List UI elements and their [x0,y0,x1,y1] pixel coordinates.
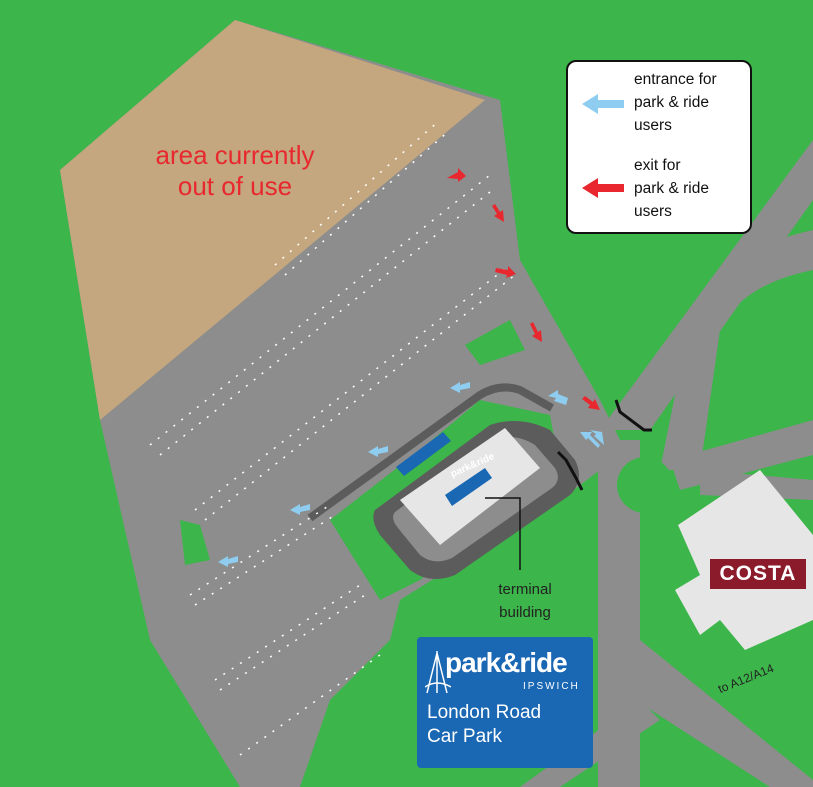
barriers [556,399,652,491]
bus-shelter [396,432,451,476]
out-of-use-line1: area currently [155,140,315,170]
out-of-use-line2: out of use [177,171,293,201]
kerb-strip [307,383,554,522]
terminal-leader-line [485,497,521,570]
car-park-name: London Road Car Park [427,701,587,749]
legend-entrance-line1: entrance for [634,71,717,88]
legend-entrance-line2: park & ride [634,94,709,111]
terminal-building-label: terminal building [470,578,580,624]
legend-exit: exit for park & ride users [568,157,750,228]
legend-exit-line2: park & ride [634,180,709,197]
brand-name: park&ride [445,647,568,678]
terminal-sign [445,468,492,506]
entrance-arrow-icon [582,94,624,114]
exit-arrow-icon [582,178,624,198]
closed-area [60,20,485,420]
car-park-name-line2: Car Park [427,726,502,747]
bridge-icon [425,651,451,694]
exit-arrows [447,168,600,410]
legend-entrance-text: entrance for park & ride users [634,68,746,137]
legend-entrance: entrance for park & ride users [568,68,750,138]
legend-exit-text: exit for park & ride users [634,154,746,223]
parking-bays [149,119,516,756]
brand-subtitle: IPSWICH [523,681,580,692]
entrance-arrows [218,382,604,567]
legend-exit-line3: users [634,203,672,220]
car-park-info-box: park&ride IPSWICH London Road Car Park [417,637,593,768]
car-park-name-line1: London Road [427,702,542,723]
terminal-label-line1: terminal [498,581,552,598]
legend-entrance-line3: users [634,117,672,134]
legend-exit-line1: exit for [634,157,681,174]
out-of-use-label: area currently out of use [120,140,350,202]
terminal-label-line2: building [499,604,551,621]
costa-sign: COSTA [710,559,806,589]
map-legend: entrance for park & ride users exit for … [566,60,752,234]
park-and-ride-logo: park&ride IPSWICH [425,647,585,699]
